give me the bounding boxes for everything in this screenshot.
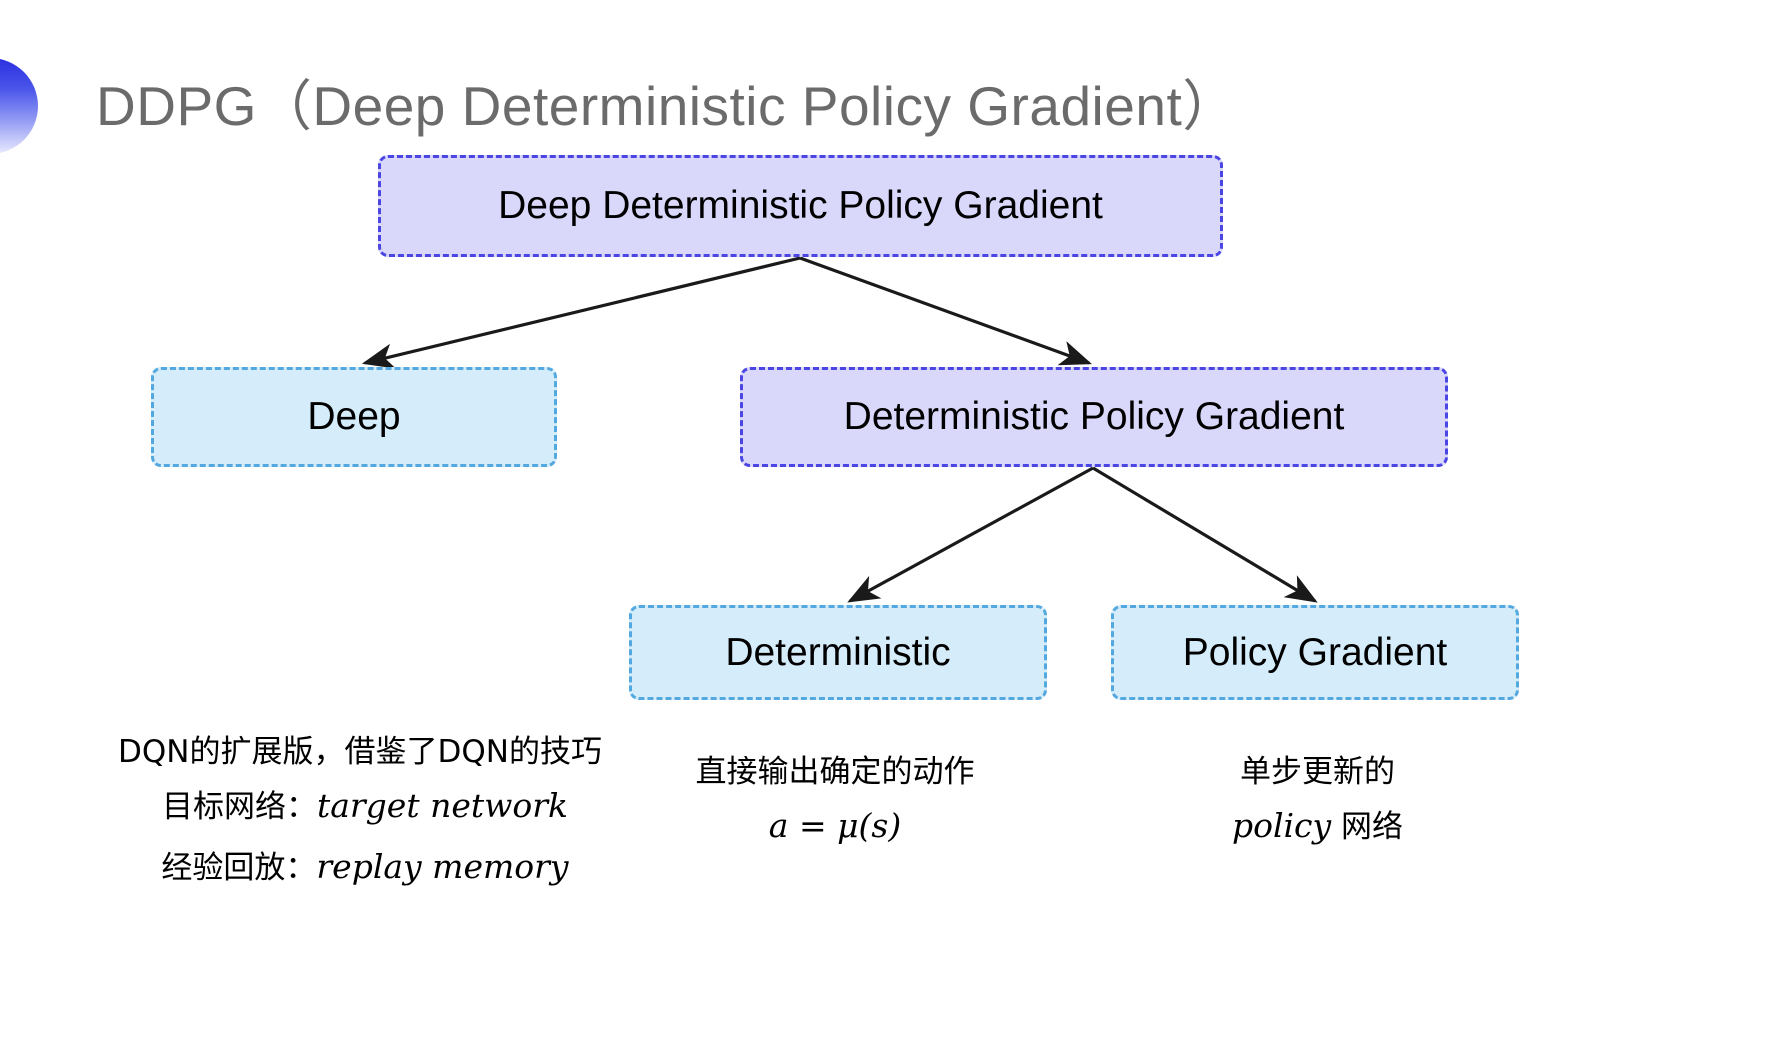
caption-deep-line2: 目标网络：target network — [60, 779, 660, 840]
caption-deep-line3: 经验回放：replay memory — [60, 840, 660, 901]
caption-policy-gradient-line2: policy 网络 — [1110, 799, 1525, 860]
caption-deterministic: 直接输出确定的动作 a = μ(s) — [620, 745, 1050, 853]
node-policy-gradient[interactable]: Policy Gradient — [1111, 605, 1519, 700]
caption-deep-line3-term: replay memory — [316, 847, 569, 886]
half-circle-gradient-icon — [0, 58, 38, 154]
edge-root-to-dpg — [799, 256, 1093, 366]
node-label: Deterministic — [725, 630, 951, 674]
caption-policy-gradient-suffix: 网络 — [1331, 809, 1404, 845]
node-label: Deep Deterministic Policy Gradient — [498, 184, 1103, 227]
caption-policy-gradient: 单步更新的 policy 网络 — [1110, 745, 1525, 860]
node-deep-deterministic-policy-gradient[interactable]: Deep Deterministic Policy Gradient — [378, 155, 1223, 257]
edge-root-to-deep — [361, 256, 801, 369]
caption-deterministic-formula: a = μ(s) — [768, 806, 902, 845]
caption-deterministic-line1: 直接输出确定的动作 — [695, 754, 975, 790]
edge-dpg-to-deterministic — [847, 466, 1094, 603]
node-label: Deterministic Policy Gradient — [843, 395, 1345, 438]
caption-deep-line1: DQN的扩展版，借鉴了DQN的技巧 — [118, 734, 602, 770]
edge-dpg-to-policy-gradient — [1092, 466, 1318, 603]
node-deterministic[interactable]: Deterministic — [629, 605, 1047, 700]
node-label: Policy Gradient — [1182, 630, 1448, 674]
caption-deep-line3-label: 经验回放： — [161, 850, 317, 886]
node-deep[interactable]: Deep — [151, 367, 557, 467]
caption-policy-gradient-line1: 单步更新的 — [1240, 754, 1395, 790]
caption-deep: DQN的扩展版，借鉴了DQN的技巧 目标网络：target network 经验… — [60, 725, 660, 901]
caption-deep-line2-label: 目标网络： — [161, 789, 317, 825]
caption-deep-line2-term: target network — [316, 786, 569, 825]
node-label: Deep — [307, 395, 401, 438]
caption-policy-gradient-term: policy — [1231, 806, 1332, 845]
node-deterministic-policy-gradient[interactable]: Deterministic Policy Gradient — [740, 367, 1448, 467]
page-title: DDPG（Deep Deterministic Policy Gradient） — [96, 75, 1238, 137]
